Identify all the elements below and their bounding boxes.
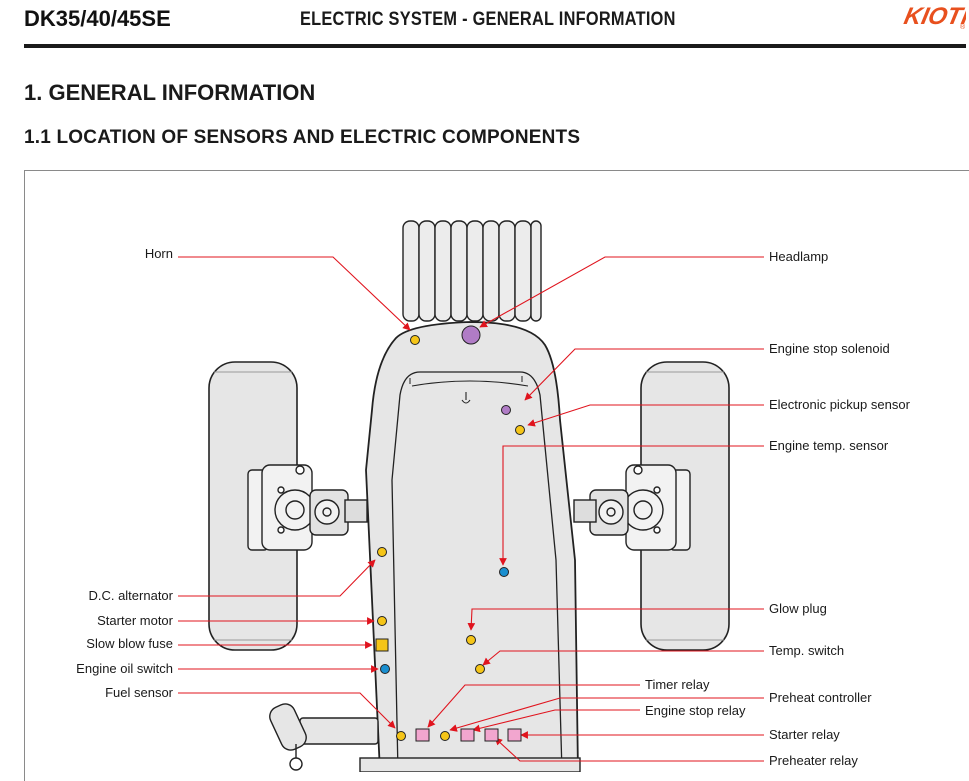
horn-marker	[410, 335, 420, 345]
glow-plug-marker	[466, 635, 476, 645]
logo-text: KIOTI	[902, 3, 966, 30]
page-subheading: 1.1 LOCATION OF SENSORS AND ELECTRIC COM…	[24, 127, 581, 148]
engine-stop-relay-marker	[460, 728, 475, 742]
header-rule	[24, 44, 966, 48]
model-number: DK35/40/45SE	[24, 6, 171, 31]
starter-motor-marker	[377, 616, 387, 626]
label-preheat-controller: Preheat controller	[769, 690, 872, 705]
engine-oil-switch-marker	[380, 664, 390, 674]
label-engine-stop-solenoid: Engine stop solenoid	[769, 341, 890, 356]
component-markers	[375, 325, 525, 742]
svg-text:®: ®	[960, 23, 966, 31]
label-horn: Horn	[144, 246, 173, 261]
label-starter-motor: Starter motor	[97, 613, 173, 628]
diagram-frame	[24, 170, 969, 781]
preheat-controller-marker	[440, 731, 450, 741]
preheater-relay-marker	[484, 728, 499, 742]
engine-temp-sensor-marker	[499, 567, 509, 577]
page-heading: 1. GENERAL INFORMATION	[24, 80, 316, 105]
timer-relay-marker	[415, 728, 430, 742]
section-header-title: ELECTRIC SYSTEM - GENERAL INFORMATION	[300, 9, 676, 30]
label-temp-switch: Temp. switch	[769, 643, 845, 658]
tow-hook	[269, 703, 379, 771]
label-preheater-relay: Preheater relay	[769, 753, 858, 768]
slow-blow-fuse-marker	[375, 638, 389, 652]
label-timer-relay: Timer relay	[645, 677, 710, 692]
electronic-pickup-sensor-marker	[515, 425, 525, 435]
dc-alternator-marker	[377, 547, 387, 557]
label-dc-alternator: D.C. alternator	[88, 588, 173, 603]
temp-switch-marker	[475, 664, 485, 674]
front-bumper	[359, 757, 581, 772]
label-starter-relay: Starter relay	[769, 727, 840, 742]
left-wheel-hub	[247, 464, 368, 551]
kioti-logo: KIOTI ®	[902, 3, 966, 31]
label-engine-temp-sensor: Engine temp. sensor	[769, 438, 889, 453]
fuel-sensor-marker	[396, 731, 406, 741]
label-engine-stop-relay: Engine stop relay	[645, 703, 746, 718]
label-fuel-sensor: Fuel sensor	[105, 685, 173, 700]
starter-relay-marker	[507, 728, 522, 742]
radiator-grille	[402, 220, 542, 322]
label-engine-oil-switch: Engine oil switch	[76, 661, 173, 676]
label-glow-plug: Glow plug	[769, 601, 827, 616]
right-wheel-hub	[573, 464, 691, 551]
label-headlamp: Headlamp	[769, 249, 829, 264]
tractor-hood	[365, 321, 579, 772]
headlamp-marker	[461, 325, 481, 345]
leader-lines	[178, 256, 764, 762]
engine-stop-solenoid-marker	[501, 405, 511, 415]
label-slow-blow-fuse: Slow blow fuse	[86, 636, 173, 651]
label-electronic-pickup-sensor: Electronic pickup sensor	[769, 397, 910, 412]
